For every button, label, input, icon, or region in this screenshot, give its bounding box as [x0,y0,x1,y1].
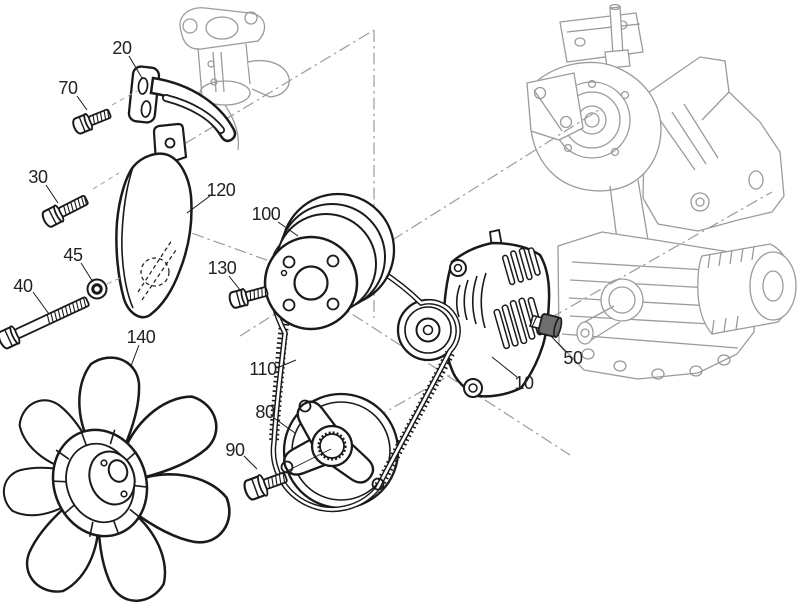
bolt30-axis-dashed [92,172,120,190]
callout-70-leader [76,95,88,111]
callout-140-leader [130,344,140,367]
callout-50-label: 50 [563,348,583,368]
callout-70-label: 70 [58,78,78,98]
washer-45 [86,278,108,300]
callout-110-leader [276,359,297,369]
callout-80-leader [273,417,296,434]
thermostat-housing-ghost [179,7,290,151]
callout-80-label: 80 [255,402,275,422]
engine-assembly-ghost [526,3,797,380]
callout-20-label: 20 [112,38,132,58]
bolt70-axis-dashed [111,90,138,106]
callout-10-leader [491,356,518,378]
water-pump-pulley [263,192,396,331]
callout-layer: 10 20 30 40 45 50 70 80 90 100 110 120 130 140 [13,38,583,470]
callout-45-label: 45 [63,245,83,265]
cooling-fan [2,356,231,602]
callout-10-label: 10 [514,373,534,393]
callout-130-label: 130 [208,258,237,278]
bolt90-axis-line [284,448,332,473]
callout-90-leader [243,455,258,470]
callout-130-leader [228,275,241,291]
callout-120-leader [186,195,211,214]
support-bracket [127,65,237,143]
callout-30-leader [45,184,59,204]
bolt-90 [243,471,288,501]
belt-cover [115,122,193,319]
callout-50-leader [550,335,567,353]
bolt-70 [72,108,112,135]
callout-20-leader [128,55,143,79]
washer45-axis-dashed [106,276,123,285]
fan-hub-spider [280,399,385,491]
callout-120-label: 120 [207,180,236,200]
callout-100-label: 100 [252,204,281,224]
callout-140-label: 140 [127,327,156,347]
bolt-30 [41,194,89,228]
callout-30-label: 30 [28,167,48,187]
callout-45-leader [80,262,94,283]
alternator [396,228,551,398]
callout-90-label: 90 [225,440,245,460]
plug-50 [529,313,563,338]
callout-100-leader [277,221,299,237]
bolt-130 [228,286,269,309]
callout-110-label: 110 [249,359,277,379]
callout-40-leader [32,291,50,315]
callout-40-label: 40 [13,276,33,296]
bolt-40 [0,296,90,350]
